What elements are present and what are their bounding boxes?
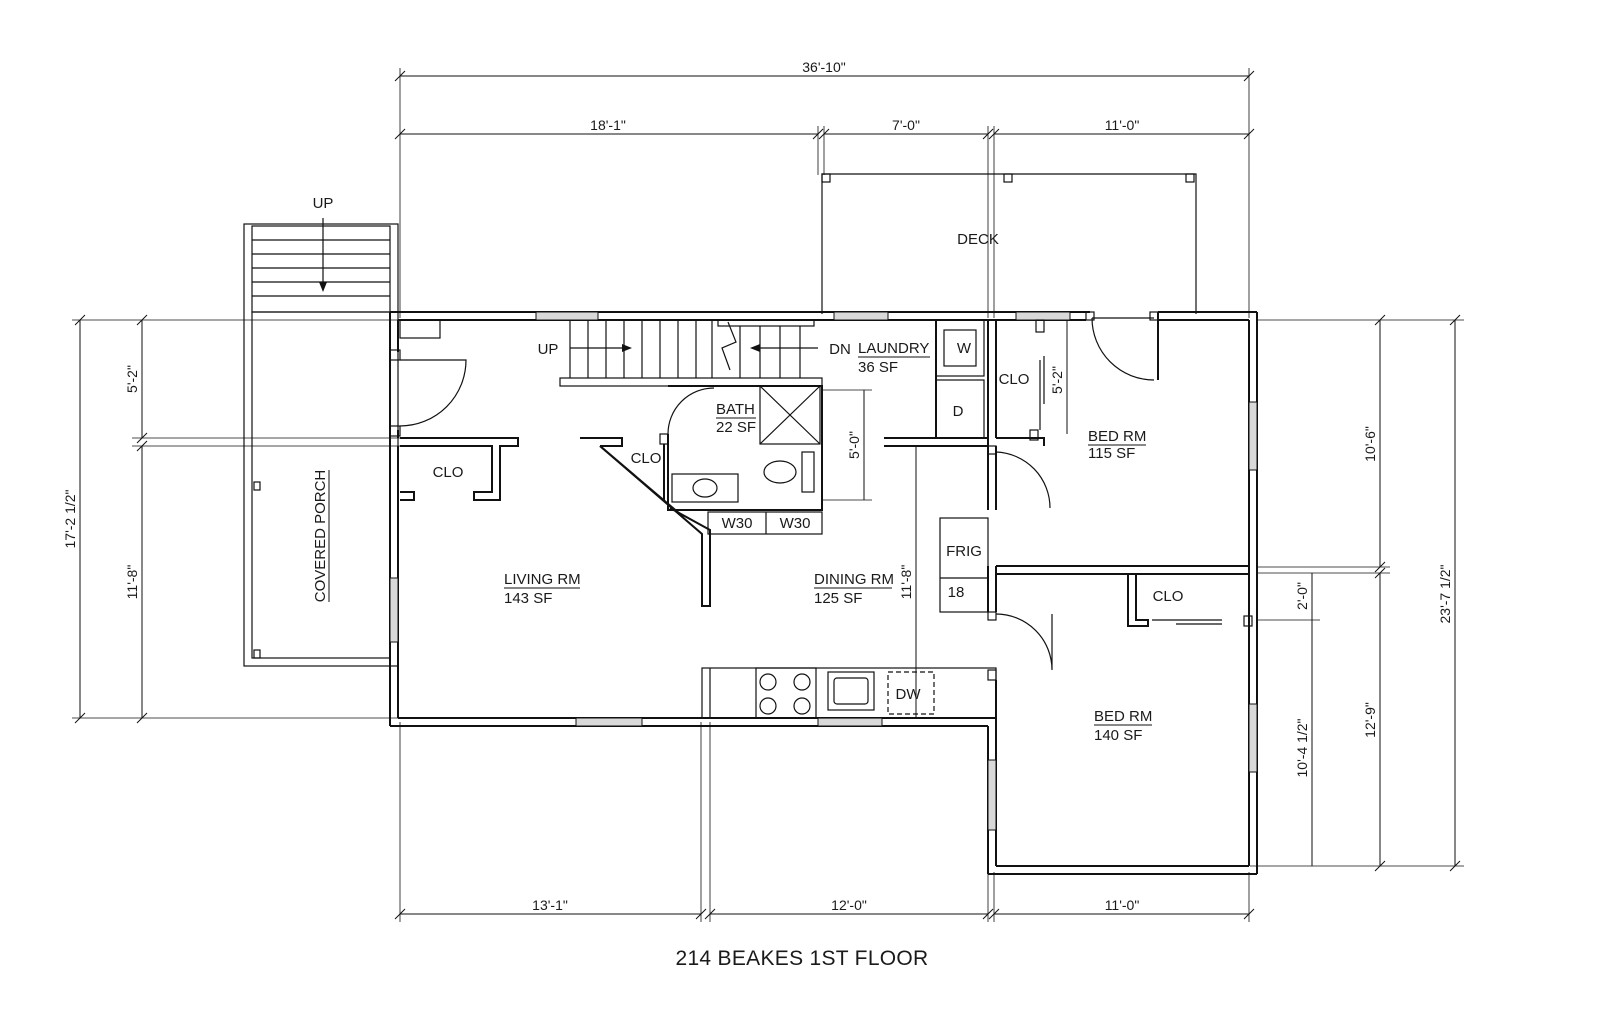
dim-overall-width: 36'-10": [802, 59, 845, 75]
hall-closet: [580, 433, 711, 607]
dim-bed1-clo: 5'-2": [1049, 366, 1065, 394]
dimension-lines: [72, 68, 1464, 922]
living-area: 143 SF: [504, 590, 552, 607]
dw-label: DW: [896, 686, 922, 703]
porch-stair: [251, 218, 391, 313]
laundry-label: LAUNDRY: [858, 340, 929, 357]
deck: [821, 173, 1197, 314]
exterior-walls: [389, 311, 1258, 875]
dryer-label: D: [953, 403, 964, 420]
dim-bed2-height: 10'-4 1/2": [1294, 718, 1310, 777]
up-porch-label: UP: [313, 195, 334, 212]
interior-walls: [389, 311, 1253, 719]
dim-right-lower: 12'-9": [1362, 702, 1378, 738]
bed1-label: BED RM: [1088, 428, 1146, 445]
dim-bath-height: 5'-0": [846, 431, 862, 459]
dining-label: DINING RM: [814, 571, 894, 588]
dim-top-mid: 7'-0": [892, 117, 920, 133]
bath-area: 22 SF: [716, 419, 756, 436]
frig-label: FRIG: [946, 543, 982, 560]
dn-stair-label: DN: [829, 341, 851, 358]
porch-label: COVERED PORCH: [312, 470, 329, 603]
plan-title: 214 BEAKES 1ST FLOOR: [675, 947, 928, 970]
clo-hall-label: CLO: [631, 450, 662, 467]
laundry: [884, 319, 989, 447]
bed1-area: 115 SF: [1088, 445, 1135, 462]
w30-a-label: W30: [722, 515, 753, 532]
dim-dining-height: 11'-8": [898, 565, 914, 600]
clo-bed2-label: CLO: [1153, 588, 1184, 605]
clo-bed1-label: CLO: [999, 371, 1030, 388]
fridge: [939, 517, 989, 613]
kitchen-counter: [701, 667, 997, 719]
dim-bottom-right: 11'-0": [1105, 897, 1140, 913]
bed1-walls: [987, 311, 1159, 446]
dim-right-upper: 10'-6": [1362, 426, 1378, 462]
bed2-area: 140 SF: [1094, 727, 1142, 744]
dim-left-upper: 5'-2": [124, 365, 140, 393]
dim-right-overall: 23'-7 1/2": [1437, 564, 1453, 623]
deck-label: DECK: [957, 231, 999, 248]
main-stair: [559, 319, 823, 387]
dim-top-right: 11'-0": [1105, 117, 1140, 133]
dim-bottom-mid: 12'-0": [831, 897, 867, 913]
dining-area: 125 SF: [814, 590, 862, 607]
dim-left-lower: 11'-8": [124, 565, 140, 600]
bath: [667, 385, 823, 535]
dim-top-left: 18'-1": [590, 117, 626, 133]
labels: UP DECK UP DN LAUNDRY 36 SF W D CLO BATH…: [312, 195, 1183, 744]
w30-b-label: W30: [780, 515, 811, 532]
dim-right-small: 2'-0": [1294, 582, 1310, 610]
dim-bottom-left: 13'-1": [532, 897, 568, 913]
living-label: LIVING RM: [504, 571, 581, 588]
up-stair-label: UP: [538, 341, 559, 358]
bed2-label: BED RM: [1094, 708, 1152, 725]
dim-left-overall: 17'-2 1/2": [62, 489, 78, 548]
laundry-area: 36 SF: [858, 359, 898, 376]
washer-label: W: [957, 340, 972, 357]
frig-size-label: 18: [948, 584, 965, 601]
dimension-labels: 36'-10" 18'-1" 7'-0" 11'-0" 13'-1" 12'-0…: [62, 59, 1453, 913]
dining-bed-walls: [987, 445, 1253, 681]
clo-living-label: CLO: [433, 464, 464, 481]
bath-label: BATH: [716, 401, 755, 418]
windows: [389, 311, 1258, 831]
